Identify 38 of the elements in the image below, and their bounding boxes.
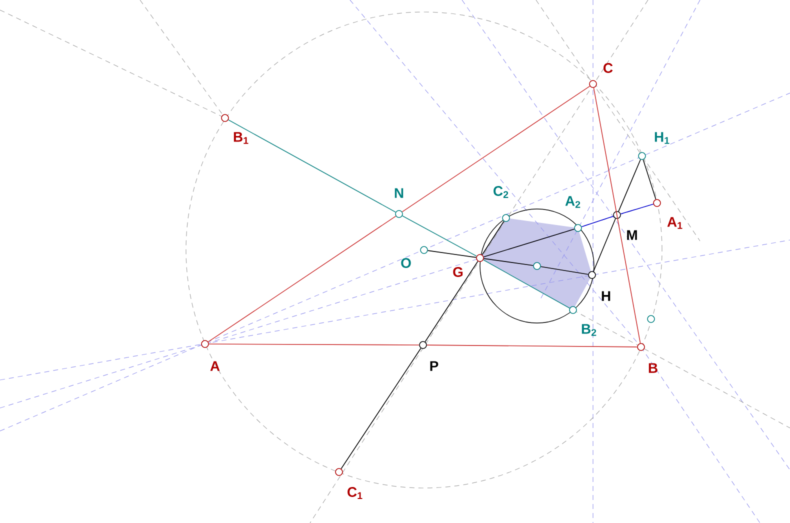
segment bbox=[482, 220, 504, 256]
point-label: C bbox=[604, 63, 613, 73]
segment bbox=[228, 120, 396, 213]
segment bbox=[208, 344, 420, 346]
point-label: N bbox=[394, 188, 404, 198]
point-label: A bbox=[210, 361, 220, 371]
segment bbox=[340, 348, 422, 470]
point-label: B bbox=[648, 363, 658, 373]
segment bbox=[402, 215, 477, 257]
segment bbox=[581, 216, 614, 228]
segment bbox=[620, 204, 654, 214]
segment bbox=[593, 87, 641, 344]
segment bbox=[427, 250, 477, 258]
point-label: C$_{1}$ bbox=[348, 487, 362, 499]
point-label: G bbox=[453, 267, 463, 277]
point bbox=[533, 262, 541, 270]
segment bbox=[483, 228, 575, 258]
point-label: A$_{2}$ bbox=[565, 196, 580, 208]
segment bbox=[593, 218, 616, 272]
point-label: H$_{1}$ bbox=[654, 132, 670, 144]
segment bbox=[642, 159, 656, 200]
segment bbox=[483, 258, 534, 266]
point-label: B$_{1}$ bbox=[234, 132, 248, 144]
point-label: O bbox=[401, 258, 411, 268]
point-label: H bbox=[602, 291, 610, 301]
point-label: M bbox=[627, 230, 637, 240]
point-label: B$_{2}$ bbox=[582, 324, 596, 336]
segment bbox=[424, 260, 478, 342]
point-label: P bbox=[430, 361, 438, 371]
segment bbox=[208, 216, 396, 342]
segment bbox=[483, 260, 570, 308]
segment bbox=[618, 159, 641, 212]
segment bbox=[402, 86, 590, 212]
segment bbox=[540, 266, 589, 275]
segment bbox=[426, 344, 638, 348]
point-label: C$_{2}$ bbox=[494, 186, 508, 198]
point-label: A$_{1}$ bbox=[667, 217, 682, 229]
point bbox=[647, 315, 655, 323]
